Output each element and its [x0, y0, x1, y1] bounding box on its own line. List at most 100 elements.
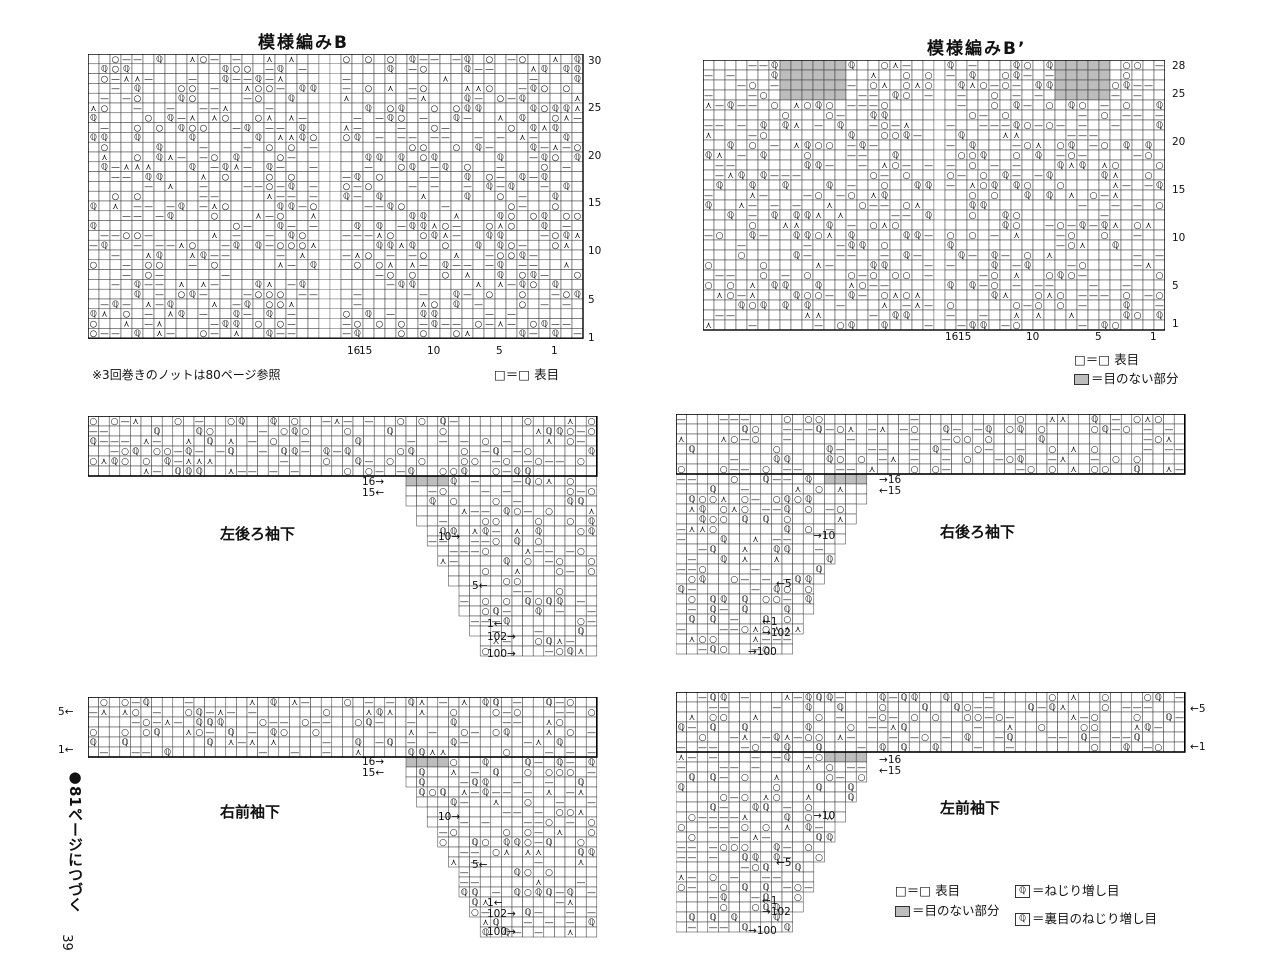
stitch-symbol: — — [825, 161, 834, 171]
stitch-cell — [406, 171, 419, 182]
stitch-cell — [395, 83, 408, 94]
stitch-cell — [483, 112, 496, 123]
stitch-cell — [999, 299, 1012, 311]
stitch-symbol: — — [793, 425, 802, 435]
gap-cell — [318, 73, 331, 84]
stitch-symbol: ○ — [577, 617, 585, 627]
stitch-symbol: ℚ — [343, 192, 350, 202]
stitch-cell — [713, 60, 726, 71]
gap-cell — [318, 200, 331, 211]
stitch-symbol: ℚ — [1002, 221, 1009, 231]
stitch-cell — [575, 585, 587, 597]
stitch-cell — [472, 161, 485, 172]
gap-cell — [318, 63, 331, 74]
stitch-cell — [771, 563, 783, 575]
stitch-symbol: ⋏ — [288, 114, 295, 124]
stitch-cell — [889, 99, 902, 111]
stitch-symbol: ○ — [112, 65, 120, 75]
stitch-symbol: ℚ — [727, 211, 734, 221]
stitch-symbol: ⋏ — [167, 310, 174, 320]
stitch-cell — [812, 239, 825, 251]
stitch-symbol: — — [419, 290, 428, 300]
stitch-symbol: — — [726, 271, 735, 281]
stitch-cell — [571, 83, 584, 94]
stitch-symbol: — — [576, 427, 585, 437]
stitch-symbol: ○ — [1079, 261, 1087, 271]
stitch-cell — [877, 414, 889, 425]
stitch-symbol: ⋏ — [497, 280, 504, 290]
stitch-cell — [1099, 433, 1111, 445]
stitch-cell — [505, 73, 518, 84]
stitch-cell — [707, 433, 719, 445]
stitch-cell — [352, 416, 364, 427]
stitch-symbol: ℚ — [464, 104, 471, 114]
stitch-cell — [296, 259, 309, 270]
stitch-cell — [98, 200, 111, 212]
stitch-cell — [98, 318, 111, 329]
stitch-cell — [373, 328, 386, 339]
stitch-symbol: — — [100, 329, 109, 339]
stitch-symbol: ℚ — [563, 104, 570, 114]
stitch-cell — [834, 69, 847, 81]
stitch-cell — [263, 249, 276, 261]
stitch-symbol: — — [540, 270, 549, 280]
stitch-cell — [428, 141, 441, 153]
stitch-cell — [532, 565, 545, 577]
stitch-cell — [1120, 414, 1133, 425]
stitch-symbol: ○ — [1013, 221, 1021, 231]
stitch-cell — [812, 269, 825, 281]
stitch-symbol: ℚ — [991, 251, 998, 261]
stitch-symbol: ℚ — [475, 104, 482, 114]
stitch-symbol: ℚ — [398, 104, 405, 114]
stitch-cell — [585, 645, 598, 657]
stitch-symbol: ℚ — [288, 182, 295, 192]
stitch-symbol: ○ — [266, 172, 274, 182]
stitch-symbol: ○ — [513, 507, 521, 517]
stitch-symbol: ○ — [513, 577, 521, 587]
stitch-cell — [373, 416, 386, 427]
stitch-cell — [511, 545, 523, 557]
stitch-symbol: — — [452, 261, 461, 271]
stitch-cell — [749, 503, 762, 515]
stitch-cell — [538, 73, 551, 84]
gap-cell — [933, 109, 946, 121]
stitch-symbol: ○ — [121, 447, 129, 457]
stitch-cell — [749, 553, 762, 565]
stitch-cell — [516, 318, 529, 329]
stitch-symbol: — — [576, 437, 585, 447]
stitch-symbol: ℚ — [815, 161, 822, 171]
stitch-symbol: — — [430, 182, 439, 192]
stitch-cell — [823, 269, 836, 281]
stitch-cell — [823, 119, 836, 131]
stitch-cell — [735, 269, 748, 281]
stitch-symbol: ⋏ — [1112, 191, 1119, 201]
stitch-symbol: ○ — [947, 301, 955, 311]
stitch-cell — [898, 433, 910, 445]
stitch-symbol: ℚ — [156, 251, 163, 261]
stitch-symbol: ⋏ — [1002, 291, 1009, 301]
stitch-symbol: ○ — [556, 647, 564, 657]
stitch-symbol: — — [957, 91, 966, 101]
stitch-cell — [1065, 109, 1078, 121]
stitch-symbol: — — [715, 101, 724, 111]
stitch-cell — [760, 543, 772, 555]
stitch-symbol: ℚ — [826, 455, 833, 465]
stitch-symbol: — — [545, 547, 554, 557]
stitch-symbol: ⋏ — [720, 435, 727, 445]
stitch-cell — [406, 298, 419, 310]
stitch-cell — [417, 102, 430, 114]
stitch-cell — [549, 308, 562, 319]
stitch-cell — [501, 425, 513, 437]
stitch-cell — [724, 299, 737, 311]
stitch-cell — [792, 533, 804, 545]
stitch-cell — [1087, 69, 1100, 81]
stitch-symbol: — — [177, 153, 186, 163]
stitch-cell — [131, 141, 144, 153]
stitch-cell — [532, 555, 545, 567]
stitch-cell — [900, 259, 913, 271]
stitch-symbol: — — [781, 171, 790, 181]
stitch-symbol: ⋏ — [134, 74, 141, 84]
stitch-symbol: ○ — [980, 81, 988, 91]
stitch-cell — [461, 141, 474, 153]
stitch-cell — [307, 279, 320, 290]
